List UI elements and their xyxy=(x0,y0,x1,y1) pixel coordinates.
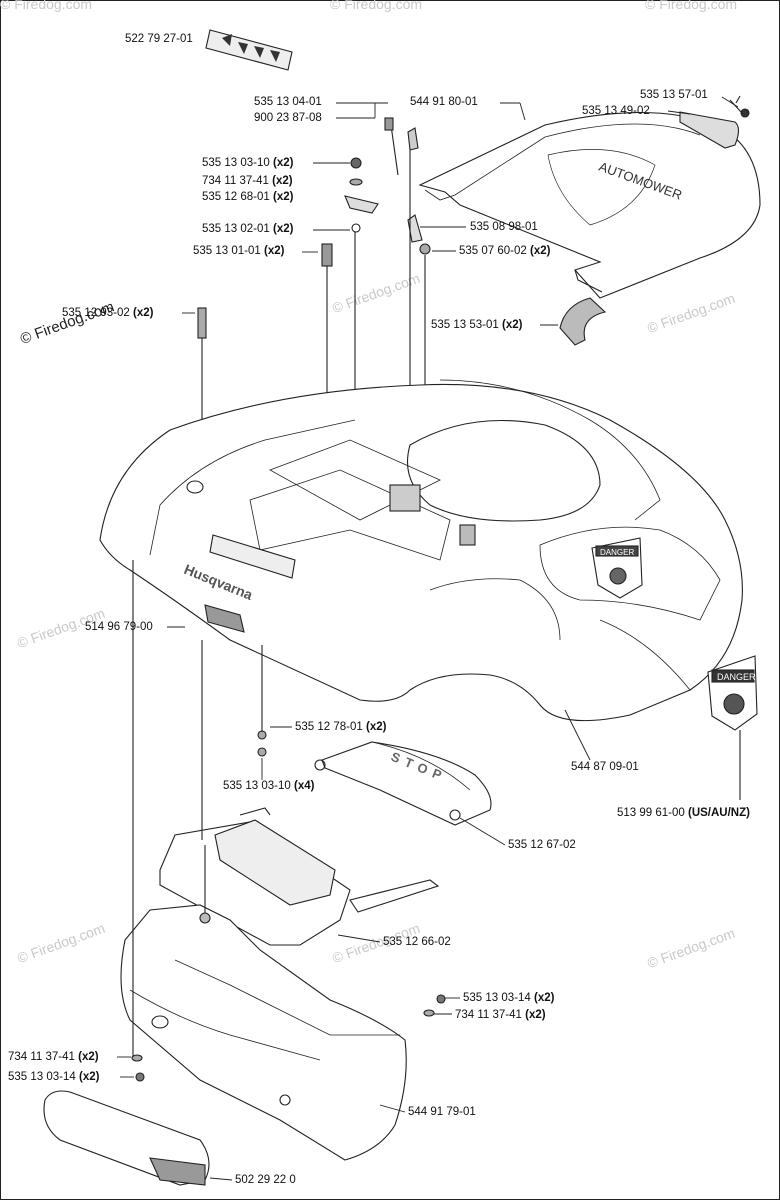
part-label: 522 79 27-01 xyxy=(125,33,193,45)
small-bracket xyxy=(679,95,750,149)
part-label: 535 13 01-01 (x2) xyxy=(193,245,285,257)
leader-lines xyxy=(117,96,739,1181)
part-label: 535 13 49-02 xyxy=(582,105,650,117)
part-label: 513 99 61-00 (US/AU/NZ) xyxy=(617,807,750,819)
part-label: 734 11 37-41 (x2) xyxy=(8,1051,99,1063)
part-label: 535 13 03-14 (x2) xyxy=(8,1071,100,1083)
bumper-fasteners xyxy=(131,994,446,1082)
part-label: 544 91 80-01 xyxy=(410,96,478,108)
part-label: 544 91 79-01 xyxy=(408,1106,476,1118)
part-label: 535 12 78-01 (x2) xyxy=(295,721,387,733)
part-label: 900 23 87-08 xyxy=(254,112,322,124)
clip-part xyxy=(559,297,607,346)
part-label: 535 13 03-10 (x4) xyxy=(223,780,315,792)
part-label: 535 13 53-01 (x2) xyxy=(431,319,523,331)
bumper xyxy=(120,560,407,1161)
part-label: 535 13 02-01 (x2) xyxy=(202,223,294,235)
watermark: © Firedog.com xyxy=(0,0,93,12)
watermark: © Firedog.com xyxy=(330,0,423,12)
carry-handle xyxy=(43,1090,291,1186)
part-label: 535 08 98-01 xyxy=(470,221,538,233)
part-label: 502 29 22 0 xyxy=(235,1174,296,1186)
danger-label-text: DANGER xyxy=(717,672,756,682)
part-label: 734 11 37-41 (x2) xyxy=(455,1009,546,1021)
fasteners xyxy=(197,117,431,485)
part-label: 535 13 03-14 (x2) xyxy=(463,992,555,1004)
part-label: 535 13 03-10 (x2) xyxy=(202,157,294,169)
danger-text: DANGER xyxy=(600,548,634,557)
main-body: DANGER Husqvarna xyxy=(99,379,743,722)
part-label: 535 12 68-01 (x2) xyxy=(202,191,294,203)
top-cover: AUTOMOWER xyxy=(418,111,761,299)
small-washers xyxy=(257,645,267,757)
part-label: 535 07 60-02 (x2) xyxy=(459,245,551,257)
part-label: 535 12 67-02 xyxy=(508,839,576,851)
part-label: 535 13 57-01 xyxy=(640,89,708,101)
part-label: 535 12 66-02 xyxy=(383,936,451,948)
display-panel xyxy=(159,640,440,946)
watermark: © Firedog.com xyxy=(645,0,738,12)
part-label: 544 87 09-01 xyxy=(571,761,639,773)
part-label: 734 11 37-41 (x2) xyxy=(202,175,293,187)
part-label: 535 12 93-02 (x2) xyxy=(62,307,154,319)
part-label: 514 96 79-00 xyxy=(85,621,153,633)
part-label: 535 13 04-01 xyxy=(254,96,322,108)
decal-sticker xyxy=(205,29,293,71)
danger-label: DANGER xyxy=(707,655,758,800)
stop-button-cover: STOP xyxy=(314,741,492,826)
